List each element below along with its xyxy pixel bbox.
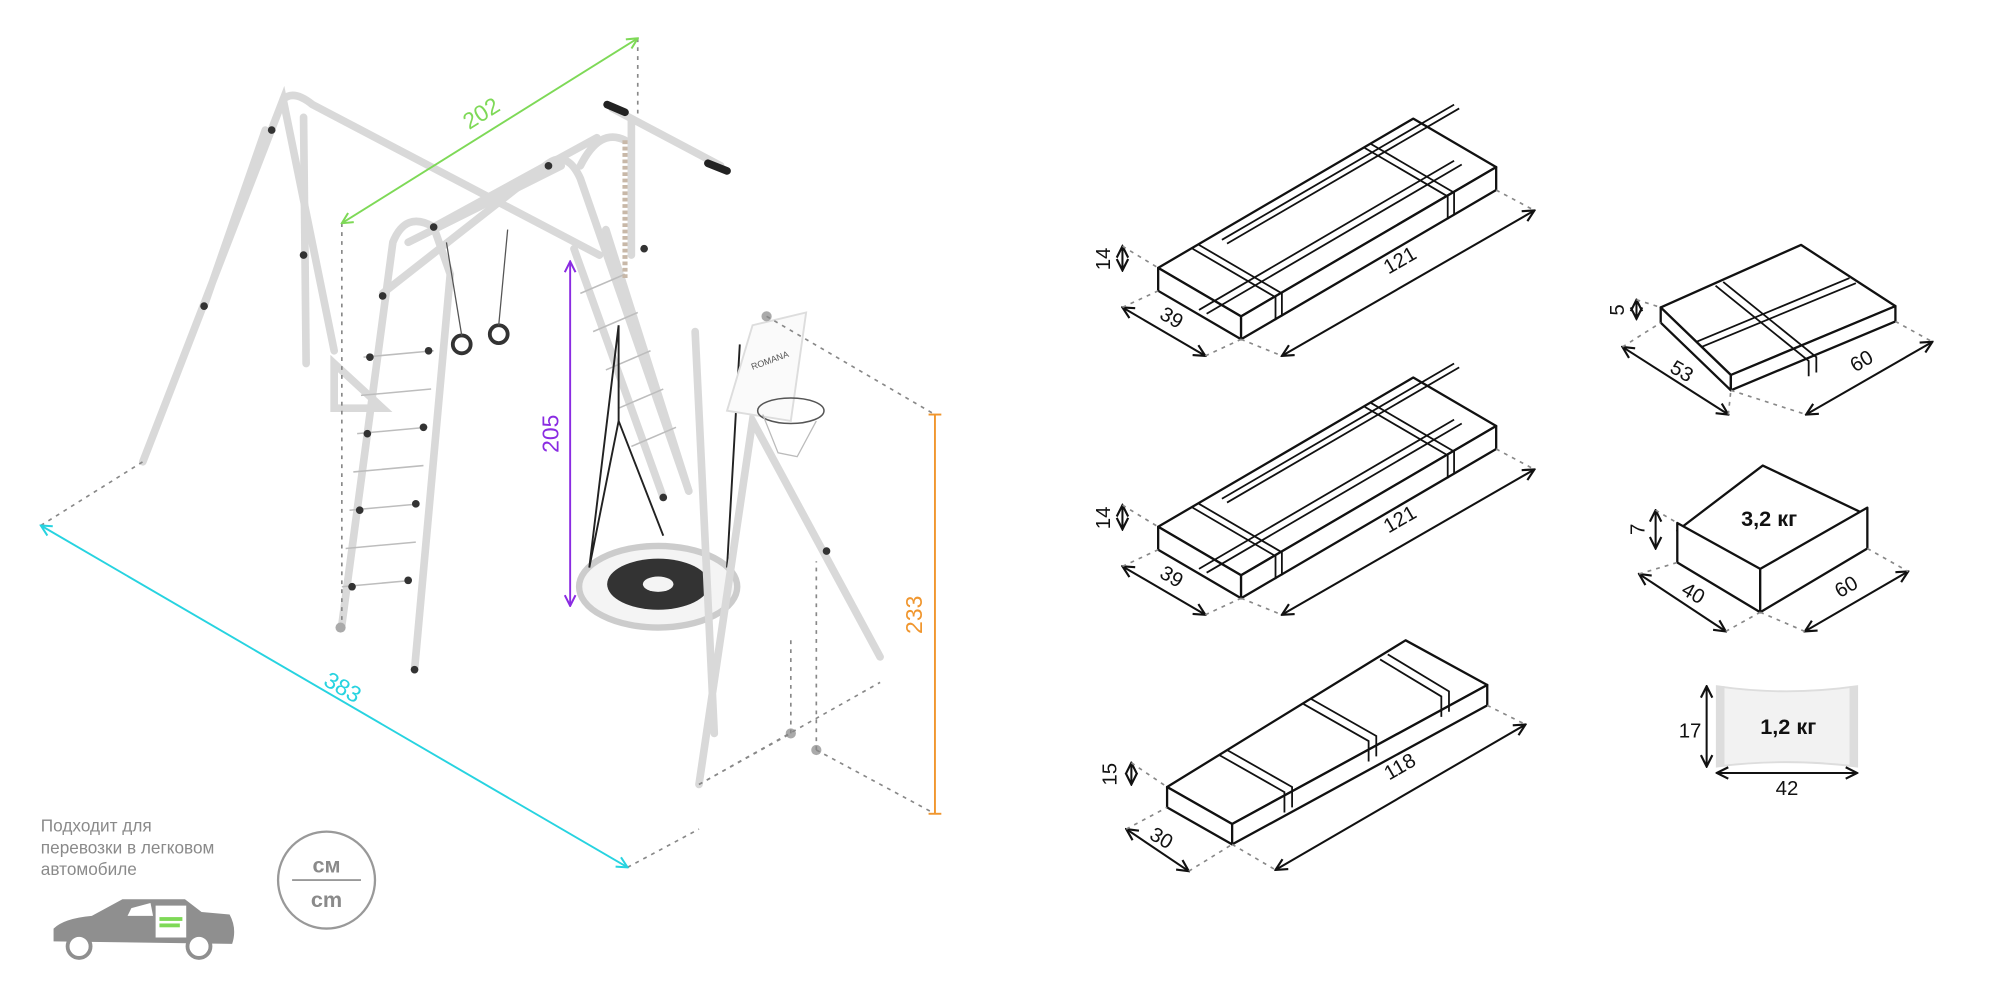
extension-lines — [40, 38, 936, 869]
svg-text:42: 42 — [1776, 778, 1799, 800]
svg-text:383: 383 — [320, 666, 366, 708]
svg-text:14: 14 — [1093, 507, 1115, 530]
dimension-233: 233 — [901, 413, 942, 815]
car-icon — [53, 899, 235, 960]
svg-text:см: см — [312, 852, 340, 877]
package-weight: 3,2 кг — [1741, 506, 1797, 531]
svg-text:автомобиле: автомобиле — [41, 859, 137, 879]
svg-text:30: 30 — [1146, 824, 1177, 854]
dimension-205: 205 — [537, 261, 570, 605]
svg-text:Подходит для: Подходит для — [41, 816, 152, 836]
car-transport-note: Подходит для перевозки в легковом автомо… — [41, 816, 377, 960]
svg-text:cm: cm — [311, 887, 342, 912]
package-6-bag: 1,2 кг 17 42 — [1679, 686, 1857, 800]
package-1: 14 39 121 — [1093, 103, 1534, 356]
svg-text:17: 17 — [1679, 721, 1702, 743]
package-2: 14 39 121 — [1093, 362, 1534, 615]
svg-text:15: 15 — [1099, 763, 1121, 786]
svg-text:40: 40 — [1678, 579, 1709, 609]
package-4: 5 53 60 — [1607, 243, 1932, 415]
svg-text:233: 233 — [901, 596, 927, 634]
svg-text:14: 14 — [1093, 248, 1115, 271]
package-3: 15 30 118 — [1099, 639, 1525, 871]
svg-text:60: 60 — [1831, 572, 1862, 602]
package-weight: 1,2 кг — [1760, 714, 1816, 739]
svg-text:7: 7 — [1627, 524, 1649, 535]
playground-illustration: ROMANA — [139, 85, 884, 789]
svg-text:202: 202 — [458, 92, 504, 134]
svg-text:205: 205 — [537, 415, 563, 453]
svg-text:5: 5 — [1607, 304, 1629, 315]
units-badge: см cm — [276, 830, 377, 930]
svg-text:53: 53 — [1666, 357, 1697, 387]
svg-text:60: 60 — [1847, 347, 1878, 377]
svg-text:перевозки в легковом: перевозки в легковом — [41, 837, 215, 857]
package-5: 3,2 кг 7 40 60 — [1627, 464, 1908, 632]
